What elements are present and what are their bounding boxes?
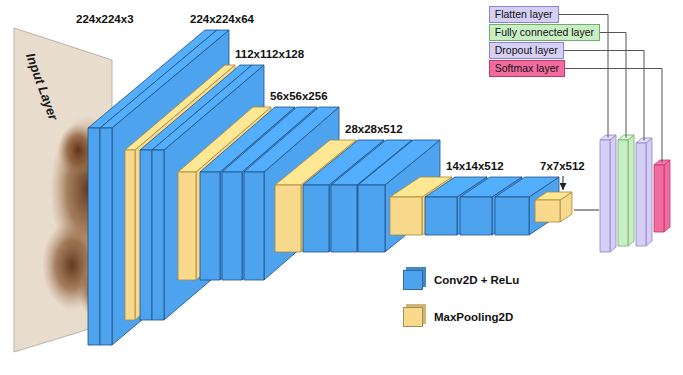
layer-key-box: Fully connected layer: [489, 24, 600, 41]
conv-layer: [152, 150, 164, 320]
dense-stage-layer: [636, 143, 646, 246]
legend-swatch: [403, 307, 423, 327]
layer-key-box: Dropout layer: [489, 42, 564, 59]
conv-layer: [495, 197, 529, 235]
dimension-label: 224x224x64: [190, 12, 254, 26]
dimension-label: 56x56x256: [270, 89, 328, 103]
layer-key-text: Softmax layer: [495, 62, 559, 74]
pooling-layer: [390, 197, 422, 235]
conv-layer: [331, 185, 357, 252]
dimension-label: 28x28x512: [345, 122, 403, 136]
dimension-label: 7x7x512: [540, 159, 585, 173]
conv-layer: [140, 150, 152, 320]
leader-line: [565, 69, 662, 163]
conv-layer: [200, 172, 220, 280]
layer-key-box: Flatten layer: [489, 6, 559, 23]
legend-text: Conv2D + ReLu: [434, 273, 519, 287]
flow-line: [574, 210, 599, 211]
pooling-layer: [535, 200, 560, 222]
dimension-label: 112x112x128: [235, 47, 304, 61]
conv-layer: [358, 185, 385, 252]
conv-layer: [88, 128, 100, 345]
layer-key-text: Flatten layer: [495, 8, 553, 20]
pooling-layer: [125, 150, 135, 320]
legend-row: MaxPooling2D: [403, 307, 513, 327]
dense-stage-layer: [664, 160, 670, 232]
dense-stage-layer: [600, 140, 610, 252]
dense-stage-layer: [628, 135, 634, 246]
dense-stage-layer: [646, 138, 652, 246]
legend-row: Conv2D + ReLu: [403, 270, 519, 290]
layer-key-text: Dropout layer: [495, 44, 558, 56]
dimension-label: 224x224x3: [76, 12, 134, 26]
layer-key-text: Fully connected layer: [495, 26, 594, 38]
conv-layer: [460, 197, 492, 235]
dense-stage-layer: [654, 165, 664, 232]
dense-stage-layer: [610, 135, 616, 252]
conv-layer: [244, 172, 264, 280]
input-image: [14, 28, 126, 352]
layer-caption: Input Layer: [23, 51, 61, 122]
dimension-label: 14x14x512: [446, 159, 504, 173]
conv-layer: [425, 197, 457, 235]
pooling-layer: [535, 192, 572, 200]
legend-swatch: [403, 270, 423, 290]
pooling-layer: [275, 185, 301, 252]
pointer-arrow: [563, 176, 564, 190]
leader-line: [600, 33, 626, 138]
pooling-layer: [178, 172, 196, 280]
conv-layer: [222, 172, 242, 280]
conv-layer: [100, 128, 112, 345]
layer-key-box: Softmax layer: [489, 60, 565, 77]
conv-layer: [303, 185, 329, 252]
leader-line: [564, 51, 644, 141]
legend-text: MaxPooling2D: [434, 310, 513, 324]
dense-stage-layer: [618, 140, 628, 246]
